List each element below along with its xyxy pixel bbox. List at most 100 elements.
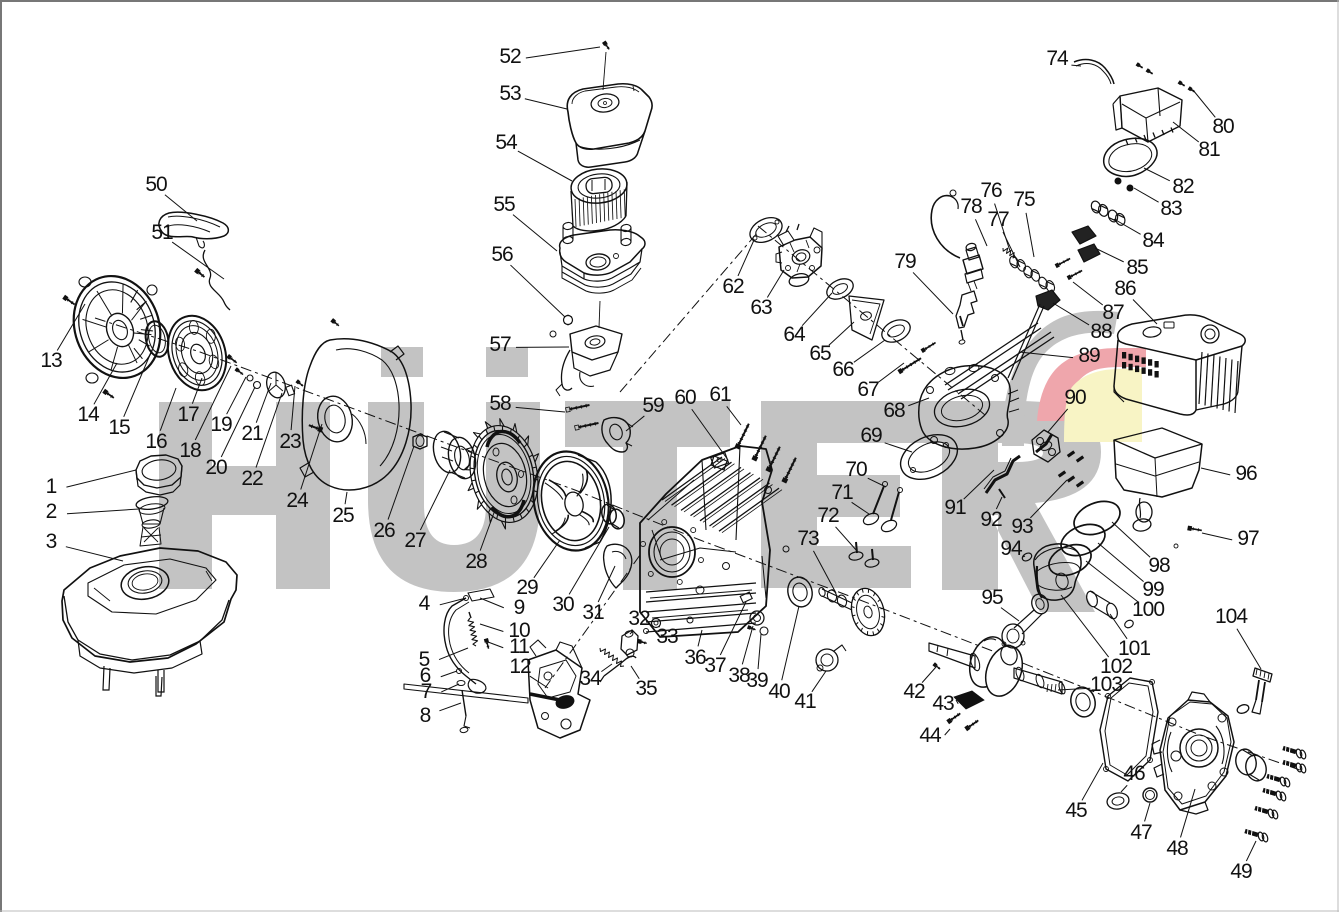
svg-text:87: 87 [1102, 301, 1124, 324]
svg-text:33: 33 [656, 625, 678, 648]
svg-text:80: 80 [1212, 115, 1234, 138]
svg-text:21: 21 [241, 422, 263, 445]
svg-text:10: 10 [508, 619, 530, 642]
svg-text:47: 47 [1130, 821, 1152, 844]
svg-text:41: 41 [794, 690, 816, 713]
svg-text:17: 17 [177, 403, 199, 426]
svg-text:2: 2 [46, 500, 57, 523]
svg-text:59: 59 [642, 394, 664, 417]
svg-text:23: 23 [279, 430, 301, 453]
svg-text:28: 28 [465, 550, 487, 573]
svg-text:15: 15 [108, 416, 130, 439]
svg-text:55: 55 [493, 193, 515, 216]
svg-text:89: 89 [1078, 344, 1100, 367]
svg-text:79: 79 [894, 250, 916, 273]
svg-text:73: 73 [797, 527, 819, 550]
svg-text:37: 37 [704, 654, 726, 677]
svg-text:43: 43 [932, 692, 954, 715]
svg-text:4: 4 [419, 592, 431, 615]
svg-text:14: 14 [77, 403, 100, 426]
svg-text:88: 88 [1090, 320, 1112, 343]
svg-text:51: 51 [151, 221, 173, 244]
svg-text:11: 11 [509, 635, 529, 658]
svg-text:53: 53 [499, 82, 521, 105]
svg-text:99: 99 [1142, 578, 1164, 601]
svg-text:103: 103 [1090, 673, 1122, 696]
svg-text:56: 56 [491, 243, 513, 266]
svg-text:71: 71 [831, 481, 853, 504]
svg-text:86: 86 [1114, 277, 1136, 300]
svg-text:52: 52 [499, 45, 521, 68]
svg-text:36: 36 [684, 646, 706, 669]
svg-text:61: 61 [709, 383, 731, 406]
svg-text:92: 92 [980, 508, 1002, 531]
svg-text:50: 50 [145, 173, 167, 196]
svg-text:9: 9 [514, 596, 525, 619]
svg-text:30: 30 [552, 593, 574, 616]
svg-text:5: 5 [419, 648, 430, 671]
svg-text:44: 44 [919, 724, 942, 747]
svg-text:66: 66 [832, 358, 854, 381]
svg-text:58: 58 [489, 392, 511, 415]
svg-text:8: 8 [420, 704, 431, 727]
svg-text:45: 45 [1065, 799, 1087, 822]
svg-text:98: 98 [1148, 554, 1170, 577]
svg-text:6: 6 [420, 664, 431, 687]
svg-text:24: 24 [286, 489, 309, 512]
svg-text:104: 104 [1215, 605, 1248, 628]
svg-text:48: 48 [1166, 837, 1188, 860]
svg-text:31: 31 [582, 601, 604, 624]
svg-text:93: 93 [1011, 515, 1033, 538]
svg-text:34: 34 [579, 667, 602, 690]
svg-text:35: 35 [635, 677, 657, 700]
svg-text:75: 75 [1013, 188, 1035, 211]
svg-text:12: 12 [509, 655, 531, 678]
svg-text:69: 69 [860, 424, 882, 447]
svg-text:27: 27 [404, 529, 426, 552]
svg-text:102: 102 [1100, 655, 1132, 678]
svg-text:72: 72 [817, 504, 839, 527]
svg-text:78: 78 [960, 195, 982, 218]
svg-text:57: 57 [489, 333, 511, 356]
svg-text:7: 7 [421, 680, 432, 703]
svg-text:83: 83 [1160, 197, 1182, 220]
svg-text:18: 18 [179, 439, 201, 462]
svg-text:54: 54 [495, 131, 518, 154]
svg-text:1: 1 [46, 475, 57, 498]
svg-text:81: 81 [1198, 138, 1220, 161]
svg-text:95: 95 [981, 586, 1003, 609]
svg-text:29: 29 [516, 576, 538, 599]
svg-text:22: 22 [241, 467, 263, 490]
svg-text:82: 82 [1172, 175, 1194, 198]
svg-text:13: 13 [40, 349, 62, 372]
svg-text:16: 16 [145, 430, 167, 453]
svg-text:94: 94 [1000, 537, 1023, 560]
svg-text:65: 65 [809, 342, 831, 365]
svg-text:20: 20 [205, 456, 227, 479]
svg-text:39: 39 [746, 669, 768, 692]
svg-text:60: 60 [674, 386, 696, 409]
svg-text:84: 84 [1142, 229, 1165, 252]
svg-text:25: 25 [332, 504, 354, 527]
svg-text:64: 64 [783, 323, 806, 346]
svg-text:74: 74 [1046, 47, 1069, 70]
svg-text:96: 96 [1235, 462, 1257, 485]
svg-text:85: 85 [1126, 256, 1148, 279]
svg-text:76: 76 [980, 179, 1002, 202]
svg-text:100: 100 [1132, 598, 1164, 621]
svg-text:49: 49 [1230, 860, 1252, 883]
svg-text:63: 63 [750, 296, 772, 319]
svg-text:40: 40 [768, 680, 790, 703]
svg-text:101: 101 [1118, 637, 1150, 660]
svg-text:19: 19 [210, 413, 232, 436]
svg-text:42: 42 [903, 680, 925, 703]
svg-text:70: 70 [845, 458, 867, 481]
svg-text:90: 90 [1064, 386, 1086, 409]
svg-text:91: 91 [944, 496, 966, 519]
svg-text:32: 32 [628, 607, 650, 630]
svg-text:68: 68 [883, 399, 905, 422]
svg-text:26: 26 [373, 519, 395, 542]
svg-text:38: 38 [728, 664, 750, 687]
svg-text:67: 67 [857, 378, 879, 401]
svg-text:3: 3 [46, 530, 57, 553]
